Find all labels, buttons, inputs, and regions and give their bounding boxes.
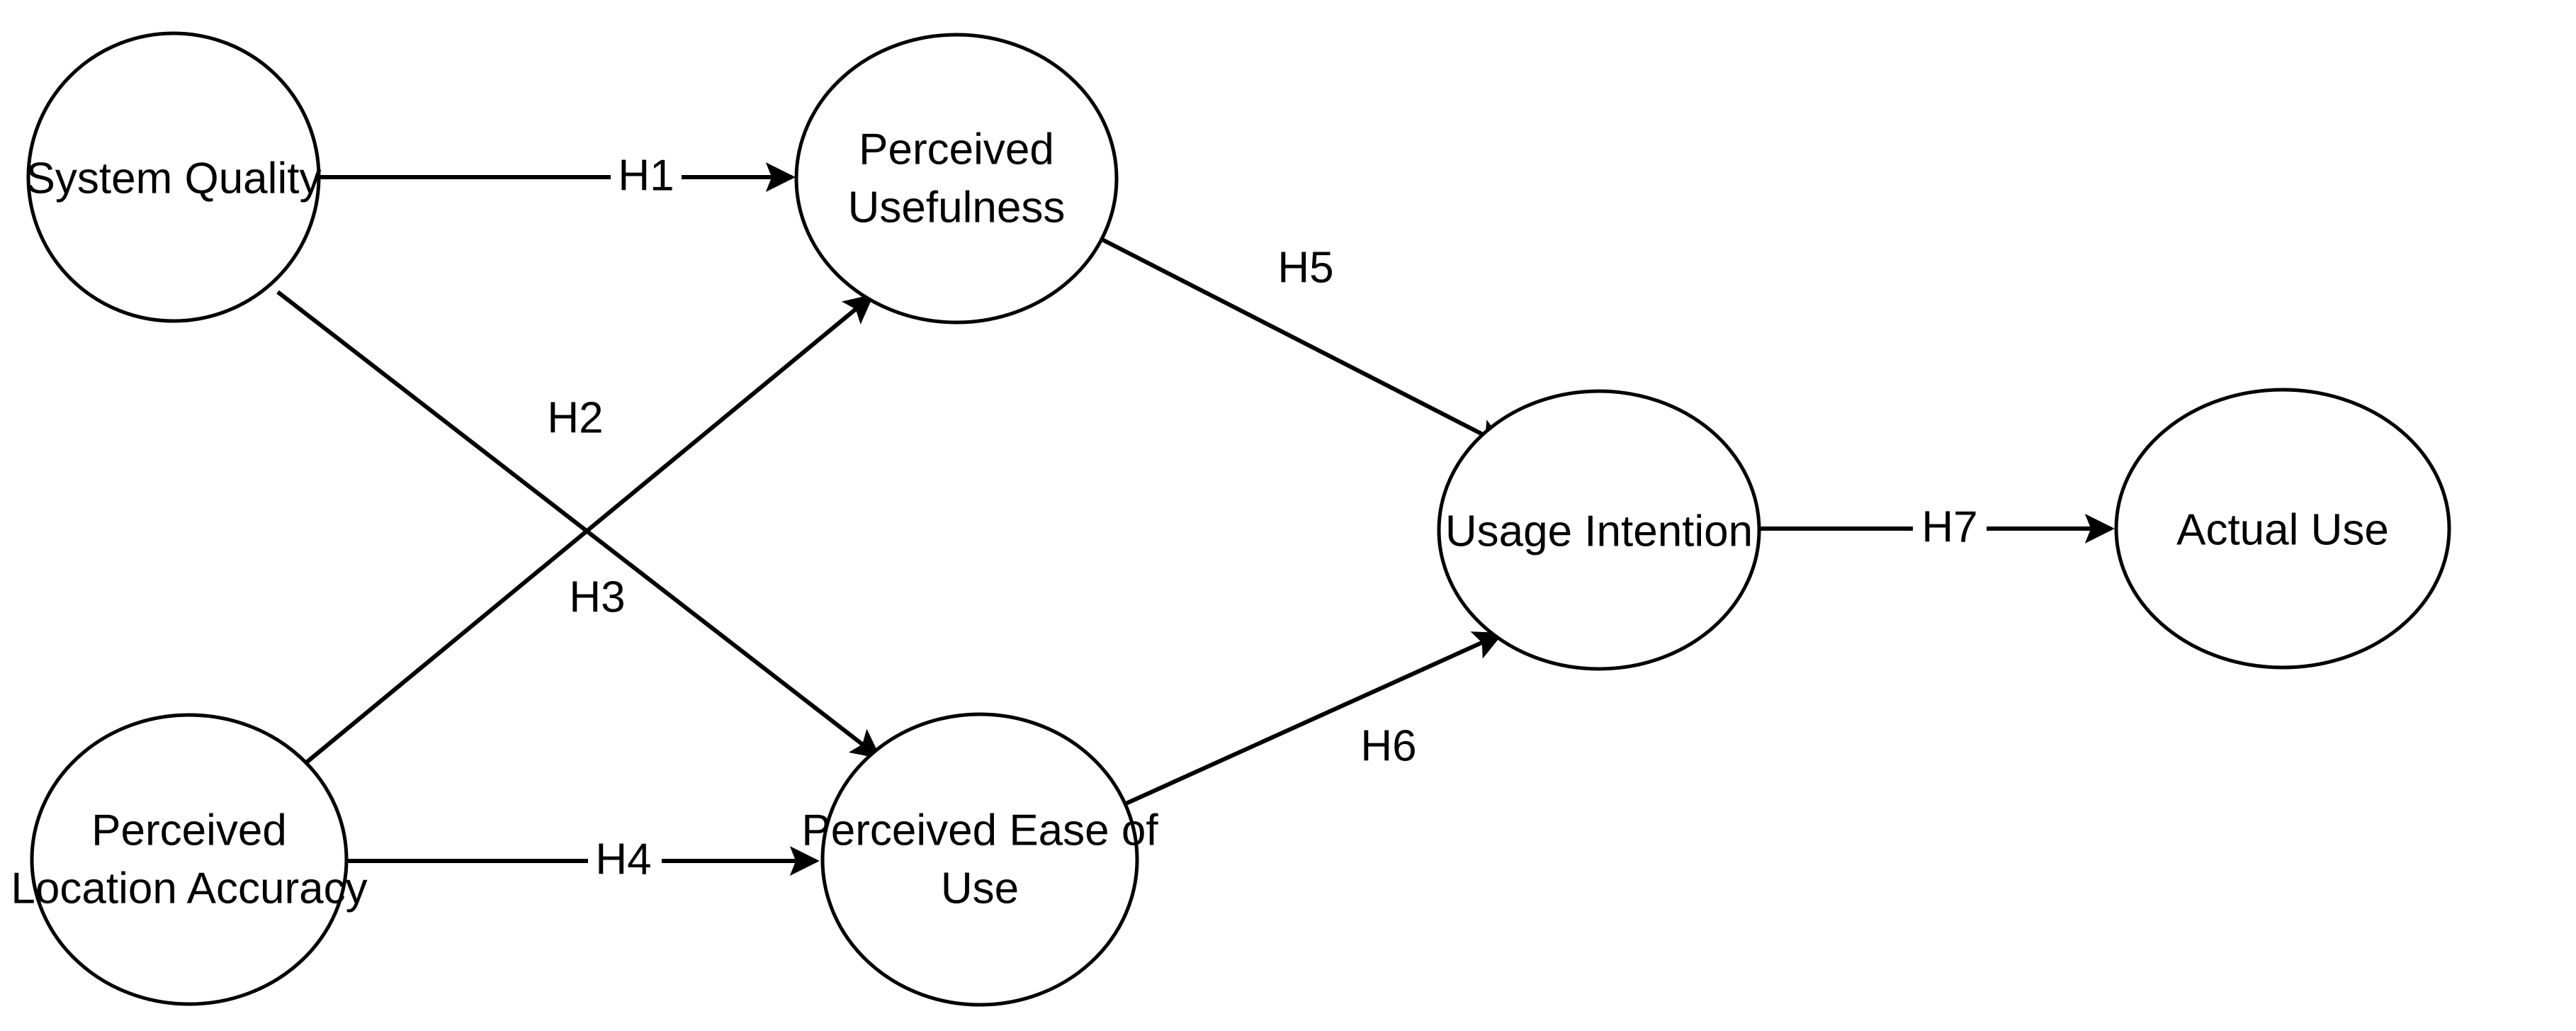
edge-h6: H6 — [1115, 631, 1504, 810]
edge-h2: H2 — [276, 290, 881, 759]
node-usage-intention-label-line-0: Usage Intention — [1445, 507, 1753, 556]
node-usage-intention-shape[interactable] — [1437, 389, 1761, 671]
node-perceived-usefulness-label-line-1: Usefulness — [848, 183, 1066, 232]
edge-h6-line — [1115, 631, 1504, 810]
node-actual-use-label-line-0: Actual Use — [2176, 505, 2389, 554]
edge-h7-label: H7 — [1921, 502, 1977, 551]
node-perceived-location-accuracy-label-line-0: Perceived — [91, 806, 287, 855]
edge-h2-label-bg — [538, 393, 612, 446]
node-perceived-ease-of-use[interactable]: Perceived Ease of Use — [801, 712, 1158, 1007]
edge-h6-label: H6 — [1360, 721, 1416, 770]
edge-h3: H3 — [303, 293, 874, 766]
node-perceived-location-accuracy[interactable]: Perceived Location Accuracy — [11, 713, 368, 1006]
node-perceived-usefulness-label-line-0: Perceived — [859, 125, 1054, 174]
edge-h1-label: H1 — [618, 151, 674, 200]
node-perceived-usefulness[interactable]: Perceived Usefulness — [794, 33, 1119, 325]
node-system-quality-shape[interactable] — [26, 31, 321, 323]
node-system-quality[interactable]: System Quality — [26, 31, 322, 323]
node-perceived-ease-of-use-label-line-0: Perceived Ease of — [801, 806, 1158, 855]
edge-h6-label-bg — [1352, 721, 1425, 774]
node-actual-use[interactable]: Actual Use — [2114, 388, 2451, 670]
node-perceived-ease-of-use-label-line-1: Use — [941, 864, 1019, 913]
node-perceived-location-accuracy-label-line-1: Location Accuracy — [11, 864, 367, 913]
edge-h5-label: H5 — [1277, 243, 1333, 292]
edge-h2-line — [276, 290, 881, 759]
edge-h4-label: H4 — [595, 835, 651, 884]
edge-h3-label: H3 — [569, 573, 625, 621]
edge-h5-line — [1090, 232, 1507, 447]
node-system-quality-label-line-0: System Quality — [26, 154, 322, 203]
node-perceived-location-accuracy-shape[interactable] — [30, 713, 349, 1006]
edge-h1: H1 — [319, 150, 796, 204]
node-perceived-usefulness-shape[interactable] — [794, 33, 1119, 325]
edge-h4: H4 — [346, 834, 820, 888]
edge-h7: H7 — [1761, 502, 2115, 556]
node-usage-intention[interactable]: Usage Intention — [1437, 389, 1761, 671]
node-actual-use-shape[interactable] — [2114, 388, 2451, 670]
edge-h5: H5 — [1090, 232, 1507, 447]
edge-h3-label-bg — [560, 572, 634, 626]
edge-h1-label-bg — [611, 150, 682, 204]
edge-h2-label: H2 — [547, 393, 603, 442]
edge-h7-label-bg — [1913, 502, 1987, 556]
edge-h4-label-bg — [588, 834, 662, 888]
node-perceived-ease-of-use-shape[interactable] — [820, 712, 1139, 1007]
edge-h5-label-bg — [1269, 242, 1343, 296]
edge-h3-line — [303, 293, 874, 766]
